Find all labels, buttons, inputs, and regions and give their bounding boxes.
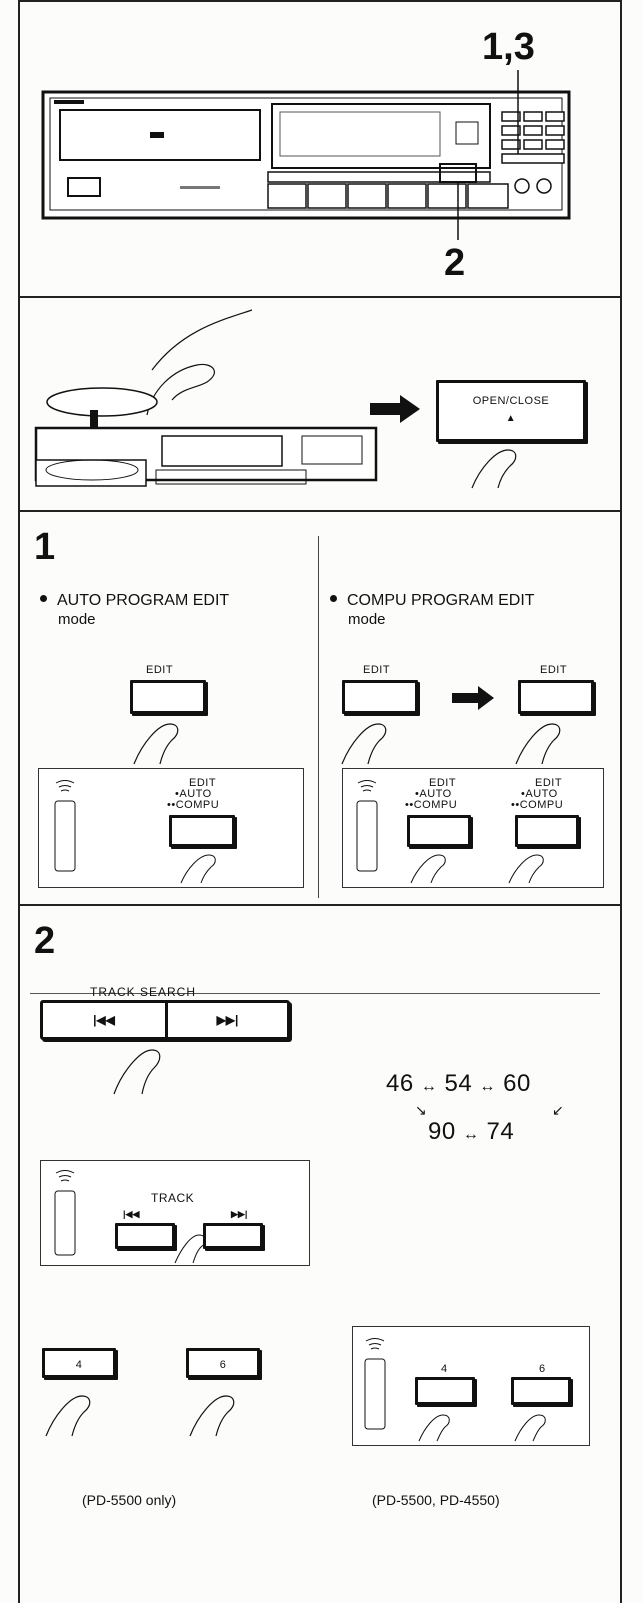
- remote-compu-label: ••COMPU: [511, 799, 564, 811]
- track-cycle-row-bottom: 90 ↔ 74: [428, 1118, 515, 1145]
- remote-auto-label: •AUTO: [415, 788, 452, 800]
- edit-label: EDIT: [146, 664, 174, 676]
- remote-track-back-button[interactable]: [115, 1223, 175, 1249]
- remote-key-6-button[interactable]: [511, 1377, 571, 1405]
- diagonal-arrow-icon: ↘: [415, 1102, 427, 1118]
- caption-pd5500-only: (PD-5500 only): [82, 1492, 177, 1508]
- remote-edit-button[interactable]: [407, 815, 471, 847]
- finger-press-icon: [174, 1234, 206, 1264]
- finger-press-icon: [508, 854, 544, 884]
- compu-mode-subtitle: mode: [348, 611, 386, 628]
- key-6-label: 6: [219, 1359, 227, 1371]
- column-divider: [318, 536, 319, 898]
- remote-edit-label: EDIT: [189, 777, 217, 789]
- remote-edit-label: EDIT: [535, 777, 563, 789]
- finger-press-icon: [410, 854, 446, 884]
- skip-forward-icon[interactable]: ▶▶|: [216, 1013, 239, 1027]
- divider: [18, 0, 622, 2]
- edit-button[interactable]: [342, 680, 418, 714]
- finger-press-icon: [180, 854, 216, 884]
- remote-auto-label: •AUTO: [175, 788, 212, 800]
- button-divider: [165, 1003, 168, 1037]
- cd-player-front-illustration: [41, 70, 571, 240]
- callout-2: 2: [444, 242, 466, 284]
- remote-compu-label: ••COMPU: [405, 799, 458, 811]
- skip-back-icon: |◀◀: [123, 1209, 140, 1219]
- skip-forward-icon: ▶▶|: [231, 1209, 248, 1219]
- key-4-label: 4: [75, 1359, 83, 1371]
- remote-control-icon: [364, 1338, 386, 1430]
- remote-auto-label: •AUTO: [521, 788, 558, 800]
- compu-mode-title: COMPU PROGRAM EDIT: [330, 592, 535, 610]
- finger-press-icon: [45, 1395, 91, 1437]
- finger-press-icon: [341, 723, 387, 765]
- finger-press-icon: [113, 1049, 161, 1095]
- divider: [18, 510, 622, 512]
- auto-mode-subtitle: mode: [58, 611, 96, 628]
- remote-control-panel: 4 6: [352, 1326, 590, 1446]
- arrow-right-icon: [452, 686, 494, 710]
- remote-edit-label: EDIT: [429, 777, 457, 789]
- track-search-label: TRACK SEARCH: [90, 985, 197, 999]
- remote-key-4-button[interactable]: [415, 1377, 475, 1405]
- remote-control-icon: [54, 1170, 76, 1256]
- step-1-number: 1: [34, 526, 56, 568]
- finger-press-icon: [133, 723, 179, 765]
- edit-label: EDIT: [363, 664, 391, 676]
- step-2-number: 2: [34, 920, 56, 962]
- open-close-button[interactable]: OPEN/CLOSE ▲: [436, 380, 586, 442]
- page-frame: [18, 0, 622, 1603]
- remote-compu-label: ••COMPU: [167, 799, 220, 811]
- edit-label: EDIT: [540, 664, 568, 676]
- finger-press-icon: [514, 1414, 546, 1442]
- remote-key-4-label: 4: [441, 1363, 448, 1375]
- remote-control-icon: [356, 780, 378, 872]
- remote-control-panel: EDIT •AUTO ••COMPU: [38, 768, 304, 888]
- eject-icon: ▲: [505, 413, 517, 424]
- remote-track-forward-button[interactable]: [203, 1223, 263, 1249]
- remote-track-label: TRACK: [151, 1191, 195, 1205]
- divider: [18, 296, 622, 298]
- remote-control-panel: EDIT •AUTO ••COMPU EDIT •AUTO ••COMPU: [342, 768, 604, 888]
- diagonal-arrow-icon: ↙: [552, 1102, 564, 1118]
- key-4-button[interactable]: 4: [42, 1348, 116, 1378]
- finger-press-icon: [189, 1395, 235, 1437]
- edit-button[interactable]: [518, 680, 594, 714]
- remote-edit-button[interactable]: [169, 815, 235, 847]
- thin-divider: [30, 993, 600, 994]
- remote-control-icon: [54, 780, 76, 872]
- finger-press-icon: [515, 723, 561, 765]
- track-search-button-group: |◀◀ ▶▶|: [40, 1000, 290, 1040]
- key-6-button[interactable]: 6: [186, 1348, 260, 1378]
- remote-key-6-label: 6: [539, 1363, 546, 1375]
- caption-pd5500-pd4550: (PD-5500, PD-4550): [372, 1492, 500, 1508]
- arrow-right-icon: [370, 395, 420, 423]
- open-close-label: OPEN/CLOSE: [472, 395, 550, 407]
- track-cycle-row-top: 46 ↔ 54 ↔ 60: [386, 1070, 531, 1097]
- auto-mode-title: AUTO PROGRAM EDIT: [40, 592, 229, 610]
- finger-press-icon: [471, 449, 517, 489]
- remote-edit-button[interactable]: [515, 815, 579, 847]
- skip-back-icon[interactable]: |◀◀: [93, 1013, 115, 1027]
- disc-loading-illustration: [34, 309, 378, 487]
- finger-press-icon: [418, 1414, 450, 1442]
- divider: [18, 904, 622, 906]
- remote-control-panel: TRACK |◀◀ ▶▶|: [40, 1160, 310, 1266]
- edit-button[interactable]: [130, 680, 206, 714]
- callout-1-3: 1,3: [482, 26, 535, 68]
